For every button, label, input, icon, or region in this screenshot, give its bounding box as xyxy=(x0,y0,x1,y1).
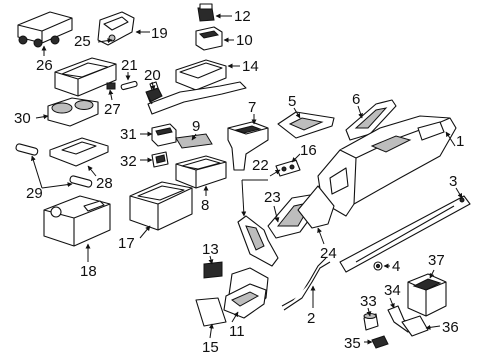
callout-32: 32 xyxy=(120,153,137,170)
switch-part xyxy=(197,3,215,22)
hinge-bracket-part xyxy=(97,11,135,46)
callout-29: 29 xyxy=(26,185,43,202)
side-trim-part xyxy=(277,111,335,139)
callout-2: 2 xyxy=(307,310,315,327)
callout-10: 10 xyxy=(236,32,253,49)
callout-4: 4 xyxy=(392,258,400,275)
bracket-housing-part xyxy=(407,273,447,317)
cover-plate-part xyxy=(195,297,227,327)
callout-1: 1 xyxy=(456,133,464,150)
clip-part xyxy=(106,82,116,90)
armrest-lid-part xyxy=(17,11,73,48)
fastener-part xyxy=(373,261,383,271)
callout-15: 15 xyxy=(202,339,219,356)
shifter-plate-part xyxy=(15,137,109,188)
callout-17: 17 xyxy=(118,235,135,252)
callout-31: 31 xyxy=(120,126,137,143)
shifter-bezel-part xyxy=(227,121,269,171)
storage-bin-rail-part xyxy=(147,59,247,115)
callout-26: 26 xyxy=(36,57,53,74)
callout-36: 36 xyxy=(442,319,459,336)
switch-housing-part xyxy=(195,26,223,51)
callout-16: 16 xyxy=(300,142,317,159)
callout-24: 24 xyxy=(320,245,337,262)
callout-19: 19 xyxy=(151,25,168,42)
center-console-part xyxy=(317,115,457,217)
trim-frame-part xyxy=(237,215,279,267)
callout-22: 22 xyxy=(252,157,269,174)
hinge-clip-part xyxy=(145,81,163,103)
side-trim-lower-part xyxy=(297,185,335,229)
bushing-part xyxy=(363,313,379,331)
callout-30: 30 xyxy=(14,110,31,127)
callout-28: 28 xyxy=(96,175,113,192)
bracket-part xyxy=(275,159,301,177)
callout-27: 27 xyxy=(104,101,121,118)
side-panel-part xyxy=(339,195,471,273)
callout-37: 37 xyxy=(428,252,445,269)
callout-13: 13 xyxy=(202,241,219,258)
release-rod-part xyxy=(281,257,331,311)
callout-8: 8 xyxy=(201,197,209,214)
upper-trim-part xyxy=(345,99,397,141)
small-switch-part xyxy=(203,261,223,279)
cup-holder-part xyxy=(47,97,99,127)
callout-25: 25 xyxy=(74,33,91,50)
callout-12: 12 xyxy=(234,8,251,25)
callout-9: 9 xyxy=(192,118,200,135)
callout-35: 35 xyxy=(344,335,361,352)
leader-lines xyxy=(30,13,463,345)
callout-18: 18 xyxy=(80,263,97,280)
tray-insert-part xyxy=(175,155,227,189)
pin-part xyxy=(120,80,138,91)
callout-21: 21 xyxy=(121,57,138,74)
front-bin-part xyxy=(43,195,111,247)
callout-5: 5 xyxy=(288,93,296,110)
callout-20: 20 xyxy=(144,67,161,84)
callout-23: 23 xyxy=(264,189,281,206)
storage-box-part xyxy=(129,181,193,231)
callout-6: 6 xyxy=(352,91,360,108)
latch-bracket-part xyxy=(401,315,429,337)
armrest-base-part xyxy=(54,57,117,97)
switch-block-part xyxy=(151,123,177,147)
callout-11: 11 xyxy=(229,323,245,340)
connector-part xyxy=(151,151,169,168)
callout-14: 14 xyxy=(242,58,259,75)
callout-33: 33 xyxy=(360,293,377,310)
boot-part xyxy=(223,267,269,319)
callout-labels: 1 2 3 4 5 6 7 8 9 10 11 12 13 14 15 16 1… xyxy=(14,8,464,356)
nut-part xyxy=(371,335,389,349)
callout-3: 3 xyxy=(449,173,457,190)
callout-7: 7 xyxy=(248,99,256,116)
callout-34: 34 xyxy=(384,282,401,299)
